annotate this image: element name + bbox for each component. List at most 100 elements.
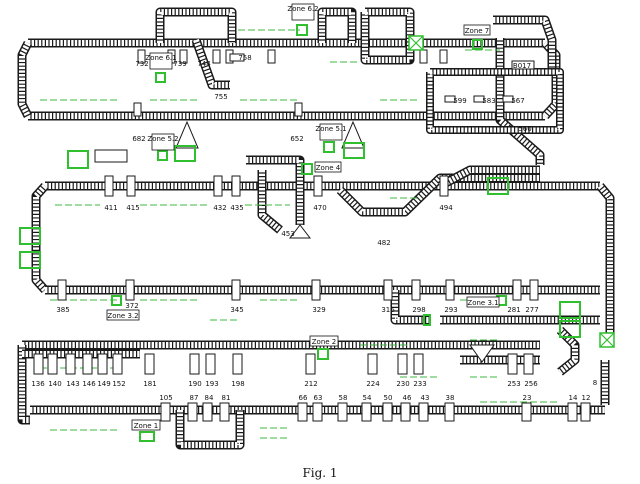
- track-ties: [259, 170, 282, 233]
- station-label: 316: [381, 306, 395, 314]
- station-block: [94, 149, 128, 163]
- station-label: 739: [173, 60, 186, 68]
- station-label: 329: [312, 306, 325, 314]
- station-block: [418, 402, 429, 422]
- merge-triangle: [288, 224, 312, 239]
- zone-sensor-box: [323, 141, 335, 153]
- zone-sensor-boxes: [19, 24, 615, 442]
- station-block: [444, 402, 455, 422]
- track-ties: [427, 69, 563, 133]
- station-block: [104, 175, 114, 197]
- station-label: 12: [582, 394, 591, 402]
- station-label: 81: [222, 394, 231, 402]
- station-label: 43: [421, 394, 430, 402]
- station-block: [507, 353, 518, 375]
- zone-sensor-box: [67, 150, 89, 169]
- zone-6-2-text: Zone 6.2: [287, 5, 318, 13]
- station-block: [382, 402, 393, 422]
- station-block: [57, 279, 67, 301]
- station-label: 435: [230, 204, 243, 212]
- station-block: [312, 402, 323, 422]
- station-block: [160, 402, 171, 422]
- station-label: 149: [97, 380, 110, 388]
- zone-label-3-2: Zone 3.2: [106, 309, 140, 321]
- zone-sensor-box: [111, 295, 122, 306]
- track-ties: [19, 345, 30, 423]
- station-label: 470: [313, 204, 326, 212]
- station-label: 732: [135, 60, 148, 68]
- station-label: 146: [82, 380, 96, 388]
- station-label: 58: [339, 394, 348, 402]
- station-number-labels: 732 739 744 758 755 682 652 599 583 567 …: [31, 54, 597, 402]
- station-label: 54: [363, 394, 372, 402]
- track-ties: [246, 157, 303, 225]
- zone-sensor-box: [139, 431, 155, 442]
- zone-sensor-box: [157, 150, 168, 161]
- station-label: 411: [104, 204, 117, 212]
- station-label: 23: [523, 394, 532, 402]
- track-outer: [246, 155, 305, 225]
- station-block: [567, 402, 578, 422]
- track-ties: [193, 38, 230, 88]
- station-block: [97, 353, 108, 375]
- station-label: 14: [569, 394, 578, 402]
- track-ties: [392, 290, 430, 323]
- zone-sensor-box: [301, 163, 313, 175]
- track-ties: [337, 175, 540, 215]
- conveyor-segment: [437, 165, 540, 190]
- track-ties: [319, 9, 355, 43]
- station-label: 136: [31, 380, 45, 388]
- station-block: [267, 49, 276, 64]
- station-block: [133, 102, 142, 117]
- zone-label-5-2: Zone 5.2: [147, 133, 179, 151]
- station-label: 198: [231, 380, 244, 388]
- station-block: [413, 353, 424, 375]
- zone-5-1-text: Zone 5.1: [315, 125, 346, 133]
- station-label: 494: [439, 204, 453, 212]
- zone-label-4: Zone 4: [314, 161, 342, 173]
- station-label: 212: [304, 380, 317, 388]
- station-label: 567: [511, 97, 524, 105]
- station-label: 143: [66, 380, 79, 388]
- station-label: 744: [197, 60, 211, 68]
- station-label: 140: [48, 380, 61, 388]
- track-outer: [317, 7, 357, 43]
- zone-sensor-box: [559, 301, 581, 319]
- station-block: [112, 353, 123, 375]
- station-block: [313, 175, 323, 197]
- track-ties: [19, 41, 31, 118]
- station-label: 583: [482, 97, 495, 105]
- zone-sensor-box: [19, 227, 41, 245]
- station-block: [202, 402, 213, 422]
- station-label: 256: [524, 380, 538, 388]
- station-label: 432: [213, 204, 226, 212]
- station-block: [229, 53, 245, 62]
- zone-sensor-box: [174, 145, 196, 162]
- station-block: [232, 353, 243, 375]
- station-label: 372: [125, 302, 138, 310]
- track-ties: [438, 167, 540, 189]
- zone-4-text: Zone 4: [316, 164, 341, 172]
- zone-label-7: Zone 7: [463, 24, 491, 36]
- station-block: [144, 353, 155, 375]
- station-label: 87: [190, 394, 199, 402]
- zone-label-3-1: Zone 3.1: [466, 296, 500, 308]
- station-block: [125, 279, 135, 301]
- station-label: 46: [403, 394, 412, 402]
- conveyor-segment: [175, 410, 245, 450]
- station-block: [311, 279, 321, 301]
- station-block: [205, 353, 216, 375]
- conveyor-segment: [17, 345, 30, 425]
- station-label: 224: [366, 380, 380, 388]
- zone-sensor-box: [487, 177, 509, 195]
- station-label: 755: [214, 93, 227, 101]
- conveyor-segment: [246, 155, 305, 225]
- station-block: [383, 279, 393, 301]
- station-label: 277: [525, 306, 538, 314]
- zone-5-2-text: Zone 5.2: [147, 135, 178, 143]
- station-label: 345: [230, 306, 243, 314]
- conveyor-segment: [191, 38, 230, 90]
- station-label: B017: [513, 62, 531, 70]
- track-ties: [597, 184, 613, 340]
